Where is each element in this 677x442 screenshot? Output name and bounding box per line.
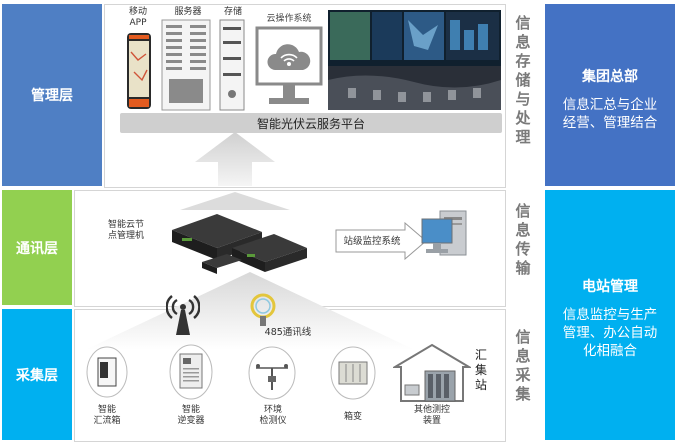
mobile-app-label: 移动 APP xyxy=(128,7,147,28)
combiner-box-icon xyxy=(86,346,128,398)
mobile-phone-icon xyxy=(127,33,151,109)
station-management-title: 电站管理 xyxy=(582,279,638,295)
group-hq-title: 集团总部 xyxy=(582,69,638,85)
communication-layer-band: 通讯层 xyxy=(2,190,72,305)
box-transformer-icon xyxy=(330,346,376,400)
inverter-label: 智能 逆变器 xyxy=(177,405,205,426)
platform-bar-label: 智能光伏云服务平台 xyxy=(256,116,365,131)
substation-house-icon xyxy=(393,343,471,402)
control-room-screen-image xyxy=(328,10,501,110)
rs485-cable-icon xyxy=(250,293,276,326)
rs485-label: 485通讯线 xyxy=(264,327,312,338)
group-hq-desc: 信息汇总与企业 经营、管理结合 xyxy=(562,97,658,131)
storage-label: 存储 xyxy=(223,7,242,17)
upward-arrow-icon xyxy=(195,132,275,186)
acquisition-layer-label: 采集层 xyxy=(16,367,58,384)
communication-layer-label: 通讯层 xyxy=(16,240,58,257)
platform-bar: 智能光伏云服务平台 xyxy=(120,113,502,133)
acquisition-layer-band: 采集层 xyxy=(2,309,72,440)
station-management-box: 电站管理 信息监控与生产 管理、办公自动 化相融合 xyxy=(545,190,675,440)
storage-processing-label: 信 息 存 储 与 处 理 xyxy=(515,14,531,146)
group-hq-box: 集团总部 信息汇总与企业 经营、管理结合 xyxy=(545,4,675,186)
right-arrow-icon xyxy=(335,222,427,260)
server-rack-icon xyxy=(161,19,211,111)
inverter-icon xyxy=(169,344,213,400)
management-layer-label: 管理层 xyxy=(31,88,73,104)
environment-monitor-icon xyxy=(248,346,296,400)
cloud-monitor-icon xyxy=(255,26,323,104)
box-transformer-label: 箱变 xyxy=(343,412,362,422)
collection-label: 信 息 采 集 xyxy=(515,328,531,403)
station-management-desc: 信息监控与生产 管理、办公自动 化相融合 xyxy=(562,307,658,359)
management-layer-band: 管理层 xyxy=(2,4,102,186)
environment-monitor-label: 环境 检测仪 xyxy=(259,405,287,426)
node-manager-label: 智能云节 点管理机 xyxy=(108,220,145,241)
upward-chevron-icon xyxy=(180,192,290,210)
combiner-label: 智能 汇流箱 xyxy=(93,405,121,426)
station-vertical-label: 汇 集 站 xyxy=(474,348,487,392)
signal-fan-shape xyxy=(85,272,415,350)
station-monitor-label: 站级监控系统 xyxy=(343,236,401,247)
transmission-label: 信 息 传 输 xyxy=(515,202,531,277)
server-label: 服务器 xyxy=(174,7,202,17)
node-manager-device-icon xyxy=(172,214,307,274)
wireless-tower-icon xyxy=(166,295,200,335)
desktop-computer-icon xyxy=(421,210,467,256)
other-devices-label: 其他测控 装置 xyxy=(413,405,450,426)
cloud-os-label: 云操作系统 xyxy=(266,14,312,24)
storage-tower-icon xyxy=(219,19,245,111)
